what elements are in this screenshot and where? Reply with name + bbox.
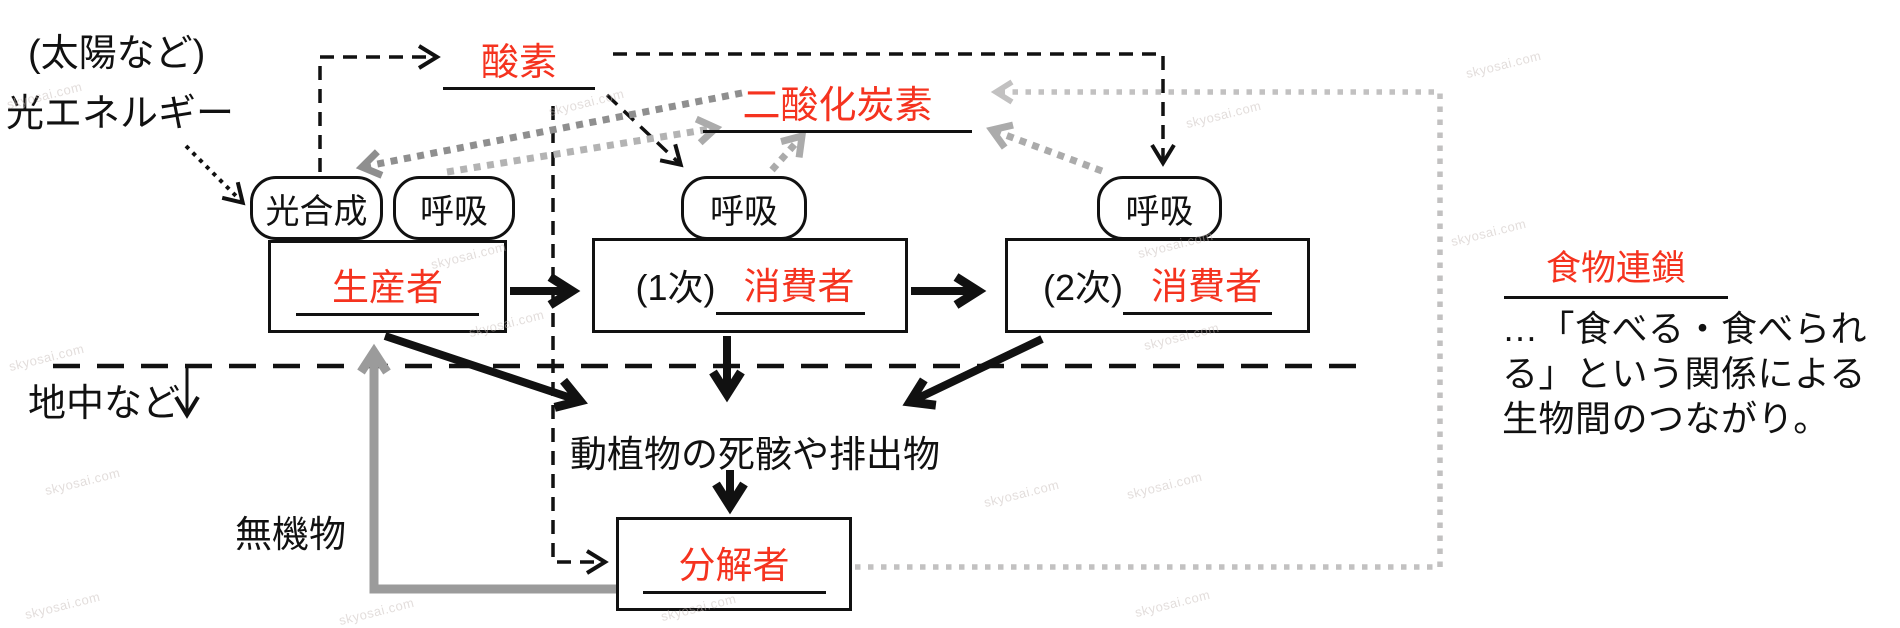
consumer1-respiration-pill: 呼吸 [681, 176, 807, 240]
food-chain-note-line2: る」という関係による [1502, 353, 1866, 394]
oxygen-to-decomposer-arrow [551, 106, 609, 575]
primary-consumer-label: 消費者 [715, 256, 865, 315]
producer-box: 生産者 [268, 240, 507, 333]
producer-respiration-pill: 呼吸 [393, 176, 515, 240]
co2-from-respiration3-arrow [986, 121, 1104, 175]
secondary-consumer-label: 消費者 [1123, 256, 1272, 315]
primary-consumer-box: (1次)消費者 [592, 238, 908, 333]
consumer2-respiration-label: 呼吸 [1125, 192, 1194, 231]
producer-label: 生産者 [296, 257, 479, 316]
food-chain-arrows [383, 273, 1044, 515]
light-energy-label: (太陽など) 光エネルギー [6, 24, 234, 144]
light-energy-arrow [184, 144, 246, 206]
consumer2-respiration-pill: 呼吸 [1097, 176, 1222, 240]
inorganic-matter-label: 無機物 [235, 514, 346, 555]
light-energy-text: 光エネルギー [6, 93, 235, 135]
inorganic-matter-arrow [357, 343, 632, 594]
oxygen-to-respiration3-arrow [613, 52, 1176, 167]
co2-to-photosynthesis-arrow [355, 89, 743, 179]
oxygen-from-photosynthesis-arrow [318, 44, 441, 172]
consumer1-respiration-label: 呼吸 [710, 192, 778, 231]
co2-flow-arrows [355, 89, 1104, 179]
food-chain-title: 食物連鎖 [1504, 240, 1728, 299]
decomposer-label: 分解者 [642, 535, 826, 594]
sun-source-label: (太陽など) [28, 33, 206, 75]
detritus-label: 動植物の死骸や排出物 [570, 434, 940, 475]
decomposer-box: 分解者 [616, 517, 852, 611]
secondary-consumer-prefix: (2次) [1043, 266, 1123, 308]
food-chain-note: 食物連鎖 …「食べる・食べられ る」という関係による 生物間のつながり。 [1502, 240, 1898, 441]
co2-from-respiration2-arrow [769, 131, 807, 173]
oxygen-to-respiration2-arrow [605, 93, 684, 168]
photosynthesis-pill: 光合成 [250, 176, 383, 240]
photosynthesis-label: 光合成 [265, 192, 368, 231]
food-chain-note-line3: 生物間のつながり。 [1502, 398, 1830, 439]
co2-from-decomposer-loop [855, 79, 1443, 570]
producer-respiration-label: 呼吸 [420, 192, 488, 231]
producer-to-detritus-arrow [383, 332, 588, 412]
consumer2-to-detritus-arrow [902, 335, 1044, 410]
oxygen-label: 酸素 [443, 31, 595, 90]
carbon-dioxide-label: 二酸化炭素 [703, 74, 972, 133]
underground-label: 地中など [28, 383, 181, 425]
oxygen-flow-arrows [318, 44, 1176, 575]
primary-consumer-prefix: (1次) [635, 266, 716, 308]
food-chain-note-line1: …「食べる・食べられ [1502, 308, 1868, 349]
secondary-consumer-box: (2次)消費者 [1005, 238, 1310, 333]
co2-from-respiration1-arrow [446, 115, 723, 176]
